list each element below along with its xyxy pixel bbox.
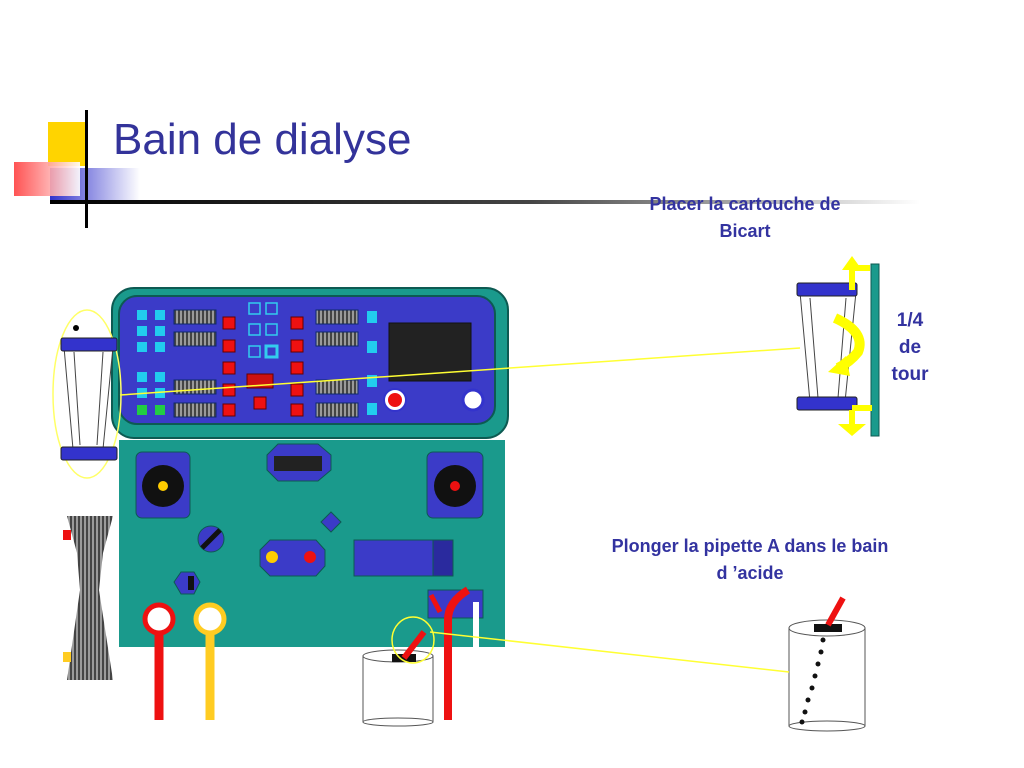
bicart-instruction-line2: Bicart [719,221,771,241]
outline-squares [248,302,279,359]
pipette-instruction-line1: Plonger la pipette A dans le bain [611,536,889,556]
quarter-turn-label: 1/4 de tour [880,307,940,388]
right-buttons [367,311,377,415]
pipette-callout-line [429,631,790,673]
quarter-turn-line1: 1/4 [896,310,924,331]
filter-housing [353,539,439,577]
dialysis-machine [111,287,509,647]
title-decoration [14,110,920,228]
bicart-callout-line [119,347,801,396]
bicart-instruction-line1: Placer la cartouche de [649,194,841,214]
hoses [142,586,479,720]
middle-connector [259,539,326,577]
pipette-instruction-line2: d ’acide [716,563,784,583]
quarter-turn-line3: tour [891,364,929,385]
quarter-turn-line2: de [898,337,922,358]
blue-connector [461,388,485,412]
panel-gauges [173,309,359,418]
acid-container-large [788,596,866,732]
bicart-instruction: Placer la cartouche de Bicart [610,191,880,245]
bicart-cartridge-left [52,309,122,479]
slide-title: Bain de dialyse [113,115,412,164]
bicart-cartridge-right [796,256,880,437]
acid-container-small [362,630,434,727]
pipette-instruction: Plonger la pipette A dans le bain d ’aci… [560,533,940,587]
dialyzer-filter [63,516,113,680]
small-diamond [320,511,342,533]
pipette-highlight [391,616,435,664]
